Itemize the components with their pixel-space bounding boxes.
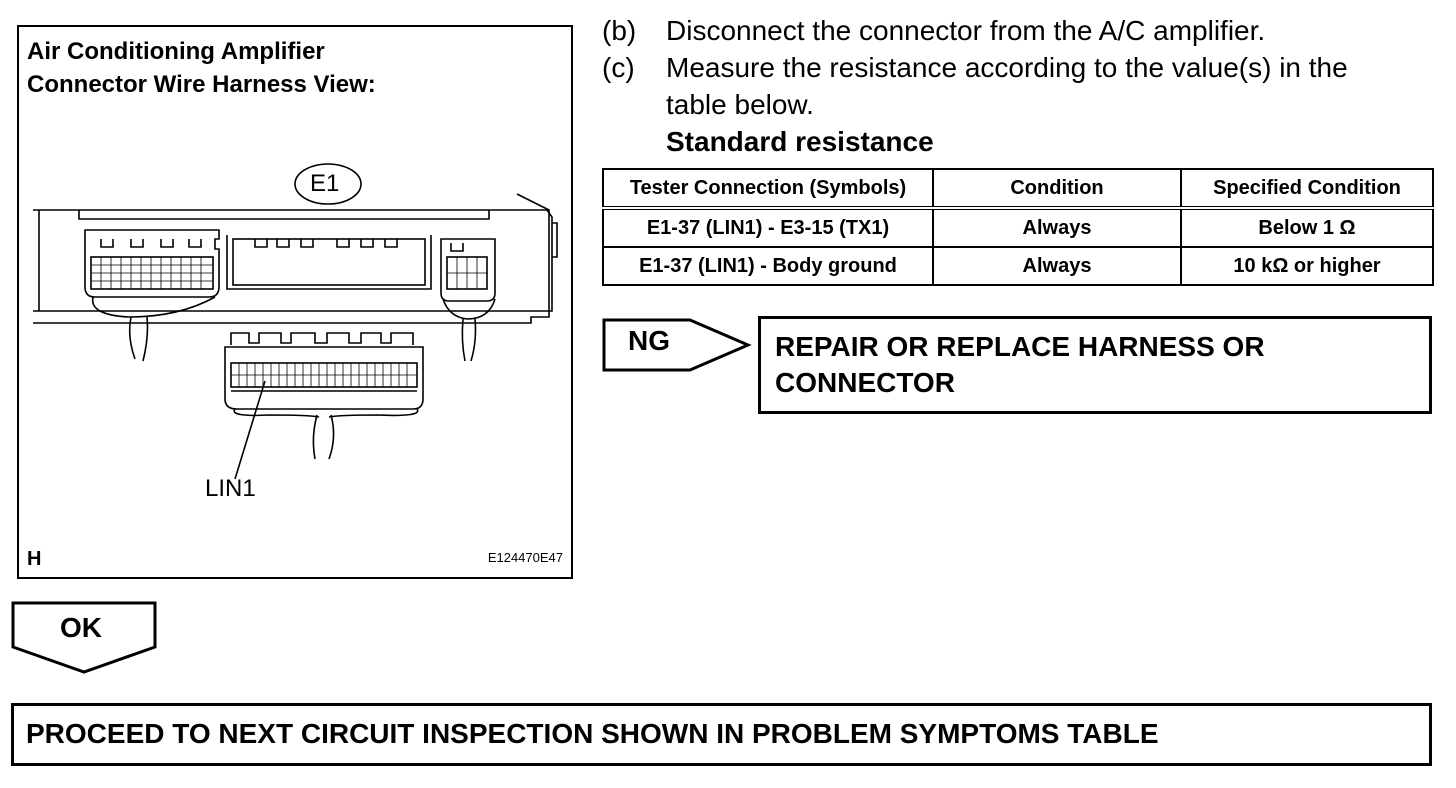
table-header: Condition [932, 168, 1182, 210]
resistance-table: Tester Connection (Symbols) Condition Sp… [602, 168, 1434, 286]
table-cell: E1-37 (LIN1) - E3-15 (TX1) [602, 207, 934, 248]
connector-diagram: Air Conditioning Amplifier Connector Wir… [17, 25, 573, 579]
table-header: Specified Condition [1180, 168, 1434, 210]
ng-result-box: REPAIR OR REPLACE HARNESS OR CONNECTOR [758, 316, 1432, 414]
figure-title-line2: Connector Wire Harness View: [27, 71, 376, 98]
step-text: Measure the resistance according to the … [666, 52, 1348, 120]
standard-resistance-title: Standard resistance [666, 126, 934, 157]
proceed-box: PROCEED TO NEXT CIRCUIT INSPECTION SHOWN… [11, 703, 1432, 766]
figure-code: E124470E47 [487, 550, 563, 565]
connector-illustration [33, 163, 558, 480]
ng-label: NG [628, 325, 670, 356]
table-header: Tester Connection (Symbols) [602, 168, 934, 210]
figure-title-line1: Air Conditioning Amplifier [27, 38, 325, 65]
step-text: Disconnect the connector from the A/C am… [666, 15, 1266, 46]
figure-title: Air Conditioning Amplifier Connector Wir… [27, 35, 376, 101]
table-cell: Below 1 Ω [1180, 207, 1434, 248]
ok-label: OK [60, 612, 102, 643]
table-cell: Always [932, 207, 1182, 248]
step-b: (b) Disconnect the connector from the A/… [602, 12, 1436, 49]
figure-corner-letter: H [27, 548, 42, 570]
ok-arrow-icon [11, 601, 157, 674]
procedure-steps: (b) Disconnect the connector from the A/… [602, 12, 1436, 160]
connector-label-e1: E1 [310, 170, 340, 197]
table-row: E1-37 (LIN1) - Body ground Always 10 kΩ … [602, 246, 1434, 286]
table-header-row: Tester Connection (Symbols) Condition Sp… [602, 168, 1434, 210]
table-cell: E1-37 (LIN1) - Body ground [602, 246, 934, 286]
step-c: (c) Measure the resistance according to … [602, 49, 1436, 123]
table-row: E1-37 (LIN1) - E3-15 (TX1) Always Below … [602, 207, 1434, 248]
table-cell: Always [932, 246, 1182, 286]
step-label: (c) [602, 52, 635, 83]
ng-arrow-icon [602, 318, 752, 372]
table-cell: 10 kΩ or higher [1180, 246, 1434, 286]
pin-label-lin1: LIN1 [205, 475, 256, 502]
step-label: (b) [602, 15, 637, 46]
